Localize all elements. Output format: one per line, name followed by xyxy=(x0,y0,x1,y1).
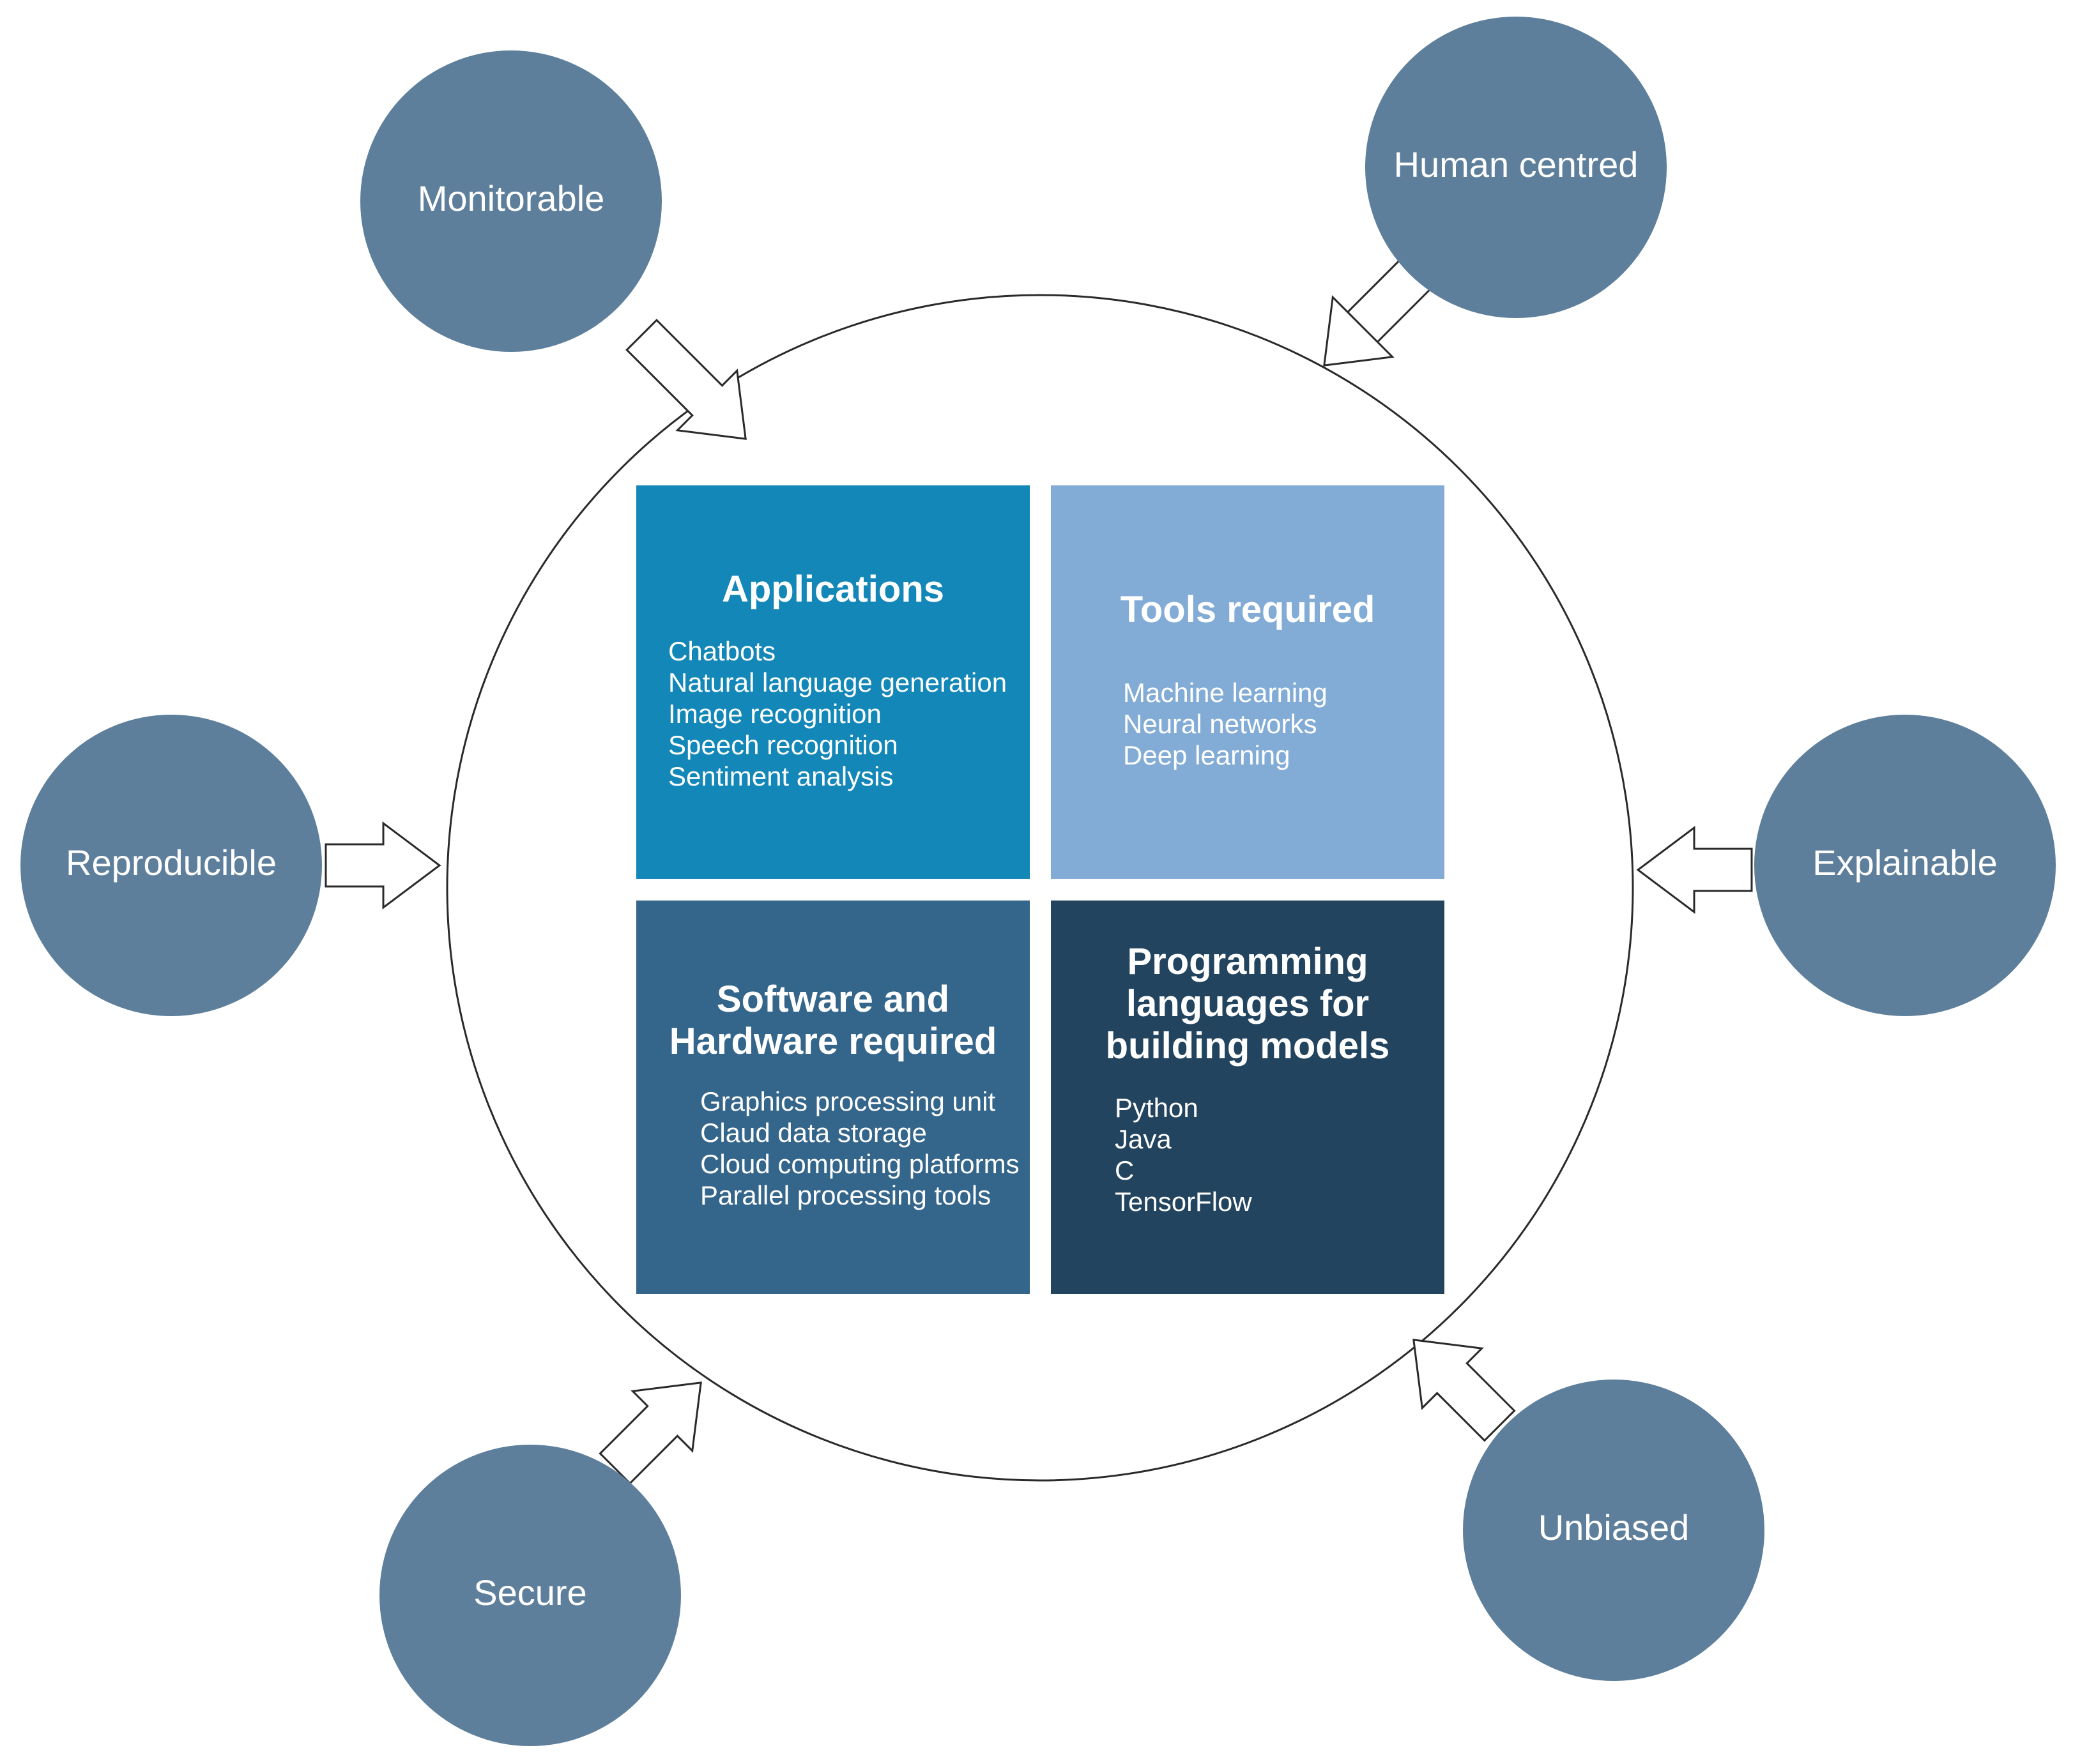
list-item: Sentiment analysis xyxy=(668,761,894,791)
quadrant-title: Applications xyxy=(721,568,945,610)
list-item: Natural language generation xyxy=(668,667,1007,697)
arrow-unbiased-icon xyxy=(1412,1339,1516,1442)
list-item: TensorFlow xyxy=(1115,1187,1252,1217)
quadrant-applications: Applications Chatbots Natural language g… xyxy=(636,485,1030,879)
bubble-explainable: Explainable xyxy=(1754,715,2056,1016)
list-item: Claud data storage xyxy=(700,1118,927,1148)
quadrant-list: Python Java C TensorFlow xyxy=(1115,1092,1252,1217)
bubble-label: Reproducible xyxy=(66,842,277,883)
arrow-explainable-icon xyxy=(1636,826,1753,914)
bubble-monitorable: Monitorable xyxy=(360,50,662,352)
bubble-label: Human centred xyxy=(1394,144,1639,185)
list-item: Speech recognition xyxy=(668,730,898,760)
bubble-reproducible: Reproducible xyxy=(20,715,322,1016)
central-circle xyxy=(446,294,1634,1482)
bubble-secure: Secure xyxy=(379,1445,681,1746)
list-item: Graphics processing unit xyxy=(700,1086,996,1116)
list-item: Deep learning xyxy=(1123,740,1290,770)
quadrant-title: Software and Hardware required xyxy=(669,978,997,1062)
bubble-label: Unbiased xyxy=(1538,1507,1690,1547)
quadrant-tools: Tools required Machine learning Neural n… xyxy=(1051,485,1444,879)
list-item: Neural networks xyxy=(1123,709,1317,739)
list-item: Cloud computing platforms xyxy=(700,1149,1020,1179)
arrow-monitorable-icon xyxy=(625,319,747,440)
bubble-unbiased: Unbiased xyxy=(1463,1380,1764,1681)
quadrant-title: Tools required xyxy=(1120,589,1375,630)
list-item: Chatbots xyxy=(668,636,776,666)
list-item: Image recognition xyxy=(668,699,882,729)
list-item: Machine learning xyxy=(1123,678,1327,708)
quadrant-software-hardware: Software and Hardware required Graphics … xyxy=(636,901,1030,1294)
arrow-secure-icon xyxy=(599,1381,702,1485)
arrow-reproducible-icon xyxy=(325,821,441,909)
quadrant-list: Machine learning Neural networks Deep le… xyxy=(1123,677,1327,771)
quadrant-list: Chatbots Natural language generation Ima… xyxy=(668,635,1007,792)
list-item: Parallel processing tools xyxy=(700,1180,991,1210)
bubble-label: Secure xyxy=(473,1572,586,1613)
list-item: Java xyxy=(1115,1124,1172,1154)
bubble-label: Monitorable xyxy=(418,178,605,218)
quadrant-list: Graphics processing unit Claud data stor… xyxy=(700,1086,1020,1211)
quadrant-programming-languages: Programming languages for building model… xyxy=(1051,901,1444,1294)
bubble-label: Explainable xyxy=(1812,842,1998,883)
bubble-human-centred: Human centred xyxy=(1365,17,1667,318)
quadrant-title: Programming languages for building model… xyxy=(1105,941,1390,1067)
list-item: Python xyxy=(1115,1093,1198,1123)
list-item: C xyxy=(1115,1155,1135,1185)
